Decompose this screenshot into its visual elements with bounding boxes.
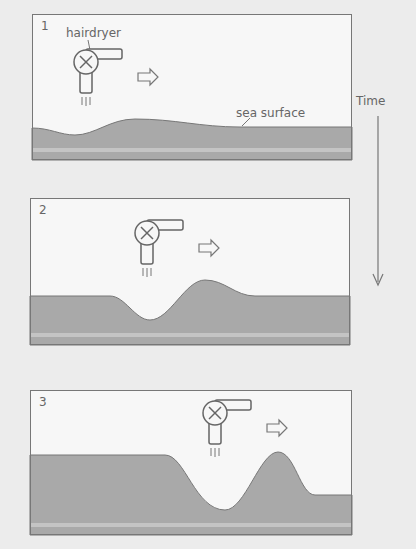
- panel-frame: 3: [30, 390, 352, 535]
- sea-band: [30, 333, 350, 337]
- panel-background: [30, 198, 350, 345]
- panel-number: 2: [39, 203, 47, 217]
- hairdryer-symbol: [135, 220, 219, 277]
- callout-label: sea surface: [236, 106, 305, 120]
- panel-frame: 2: [30, 198, 350, 345]
- hairdryer-symbol: [203, 400, 287, 457]
- time-arrow: [377, 116, 378, 282]
- panel-background: [32, 14, 352, 160]
- sea: [30, 452, 352, 535]
- panel-number: 1: [41, 19, 49, 33]
- callout-label: hairdryer: [66, 26, 121, 40]
- sea-band: [30, 523, 352, 527]
- panel-number: 3: [39, 395, 47, 409]
- panel-background: [30, 390, 352, 535]
- callout-label: Time: [356, 94, 385, 108]
- sea: [30, 280, 350, 345]
- time-arrow-head: [373, 274, 383, 285]
- sea: [32, 119, 352, 160]
- hairdryer-symbol: [74, 49, 158, 106]
- sea-band: [32, 148, 352, 152]
